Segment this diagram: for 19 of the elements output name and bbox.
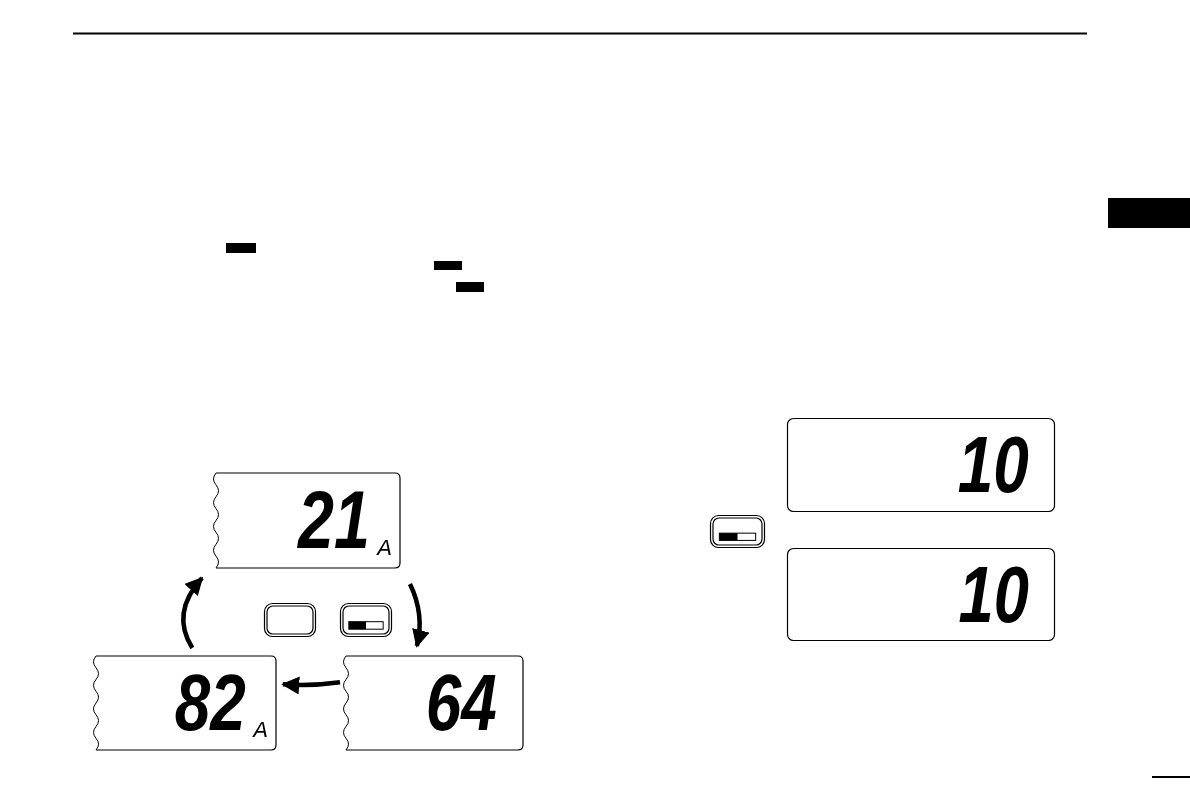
- lcd-display: [340, 656, 523, 750]
- section-tab: [1108, 198, 1190, 228]
- lcd-display: [787, 548, 1055, 641]
- lcd-display: [787, 418, 1055, 512]
- lcd-digits: 10: [957, 424, 1029, 505]
- lcd-digits: 64: [425, 662, 497, 743]
- lcd-digits: 10: [958, 554, 1029, 634]
- lcd-indicator: A: [377, 536, 392, 559]
- lcd-digits: 82: [174, 662, 246, 743]
- lcd-display: [90, 656, 276, 750]
- lcd-indicator: A: [253, 718, 268, 741]
- key-button: [264, 603, 316, 637]
- bar-key-button: [340, 603, 392, 637]
- arrow: [181, 576, 204, 650]
- arrow: [407, 583, 430, 648]
- bar-key-button: [710, 515, 765, 548]
- lcd-display: [210, 473, 400, 568]
- lcd-digits: 21: [298, 479, 370, 561]
- arrow: [281, 676, 341, 695]
